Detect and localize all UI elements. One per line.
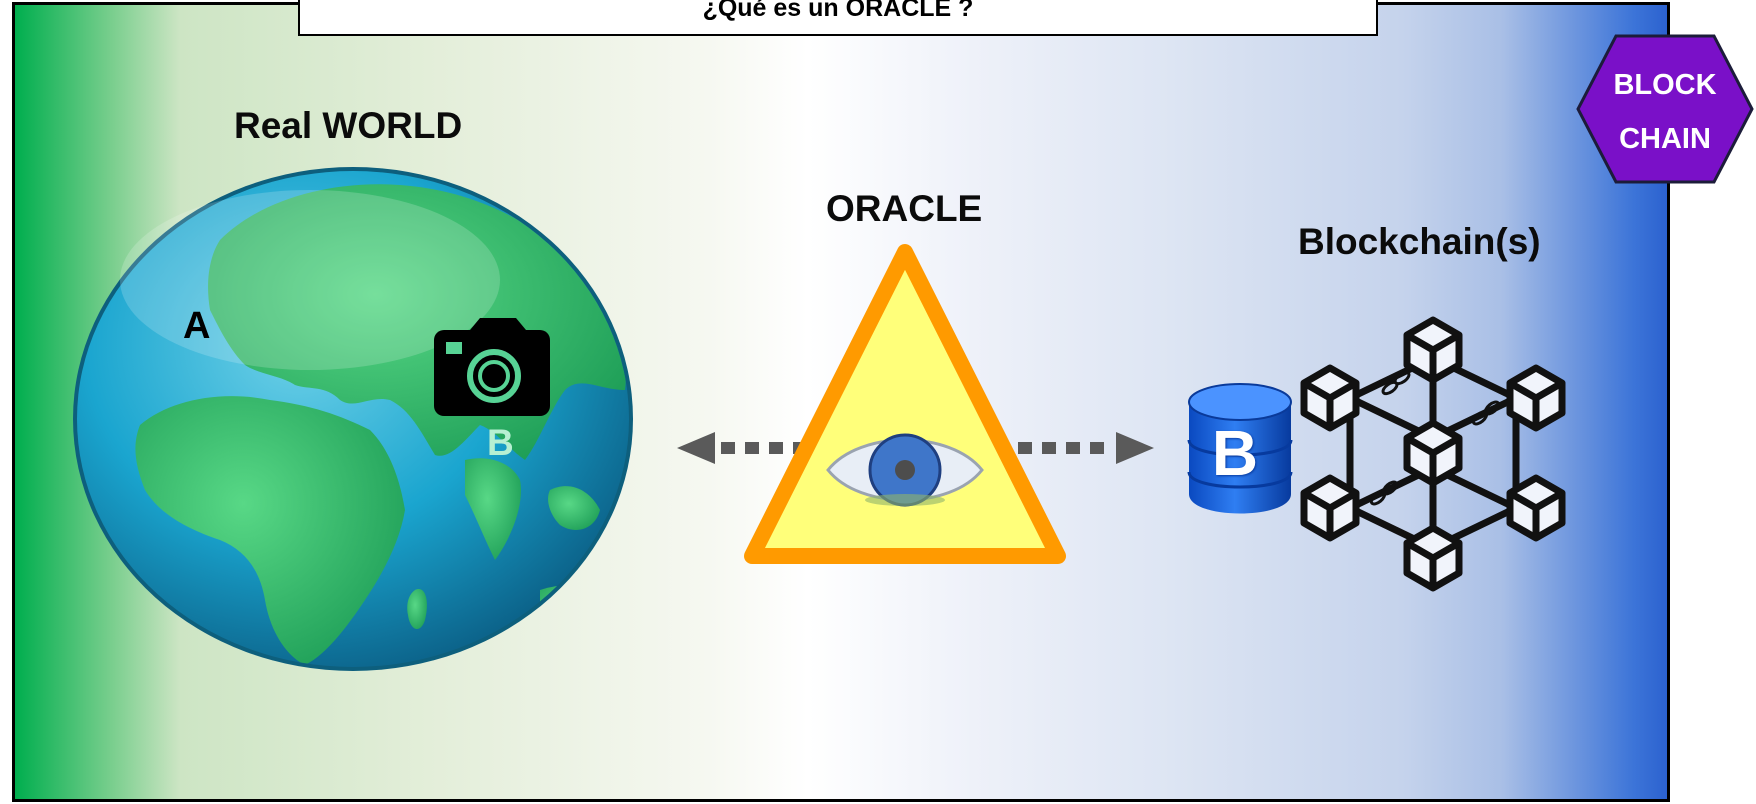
real-world-label: Real WORLD: [234, 105, 463, 146]
badge-line-2: CHAIN: [1619, 123, 1711, 155]
blockchains-label: Blockchain(s): [1298, 221, 1541, 262]
badge-line-1: BLOCK: [1613, 69, 1717, 101]
globe-marker-a: A: [183, 305, 211, 347]
camera-icon: [434, 318, 550, 416]
diagram-title: ¿Qué es un ORACLE ?: [298, 0, 1378, 36]
blockchain-network-icon: [1300, 316, 1566, 592]
globe-marker-b: B: [487, 422, 514, 463]
database-letter: B: [1211, 417, 1259, 489]
earth-globe-icon: [73, 167, 633, 671]
blockchain-hexagon-badge: [1576, 34, 1754, 184]
database-icon: [1187, 383, 1293, 514]
right-arrow-icon: [1018, 432, 1154, 464]
oracle-triangle-eye-icon: [744, 244, 1066, 564]
blockchain-badge-text: BLOCK CHAIN: [1576, 58, 1754, 166]
oracle-label: ORACLE: [826, 188, 983, 229]
